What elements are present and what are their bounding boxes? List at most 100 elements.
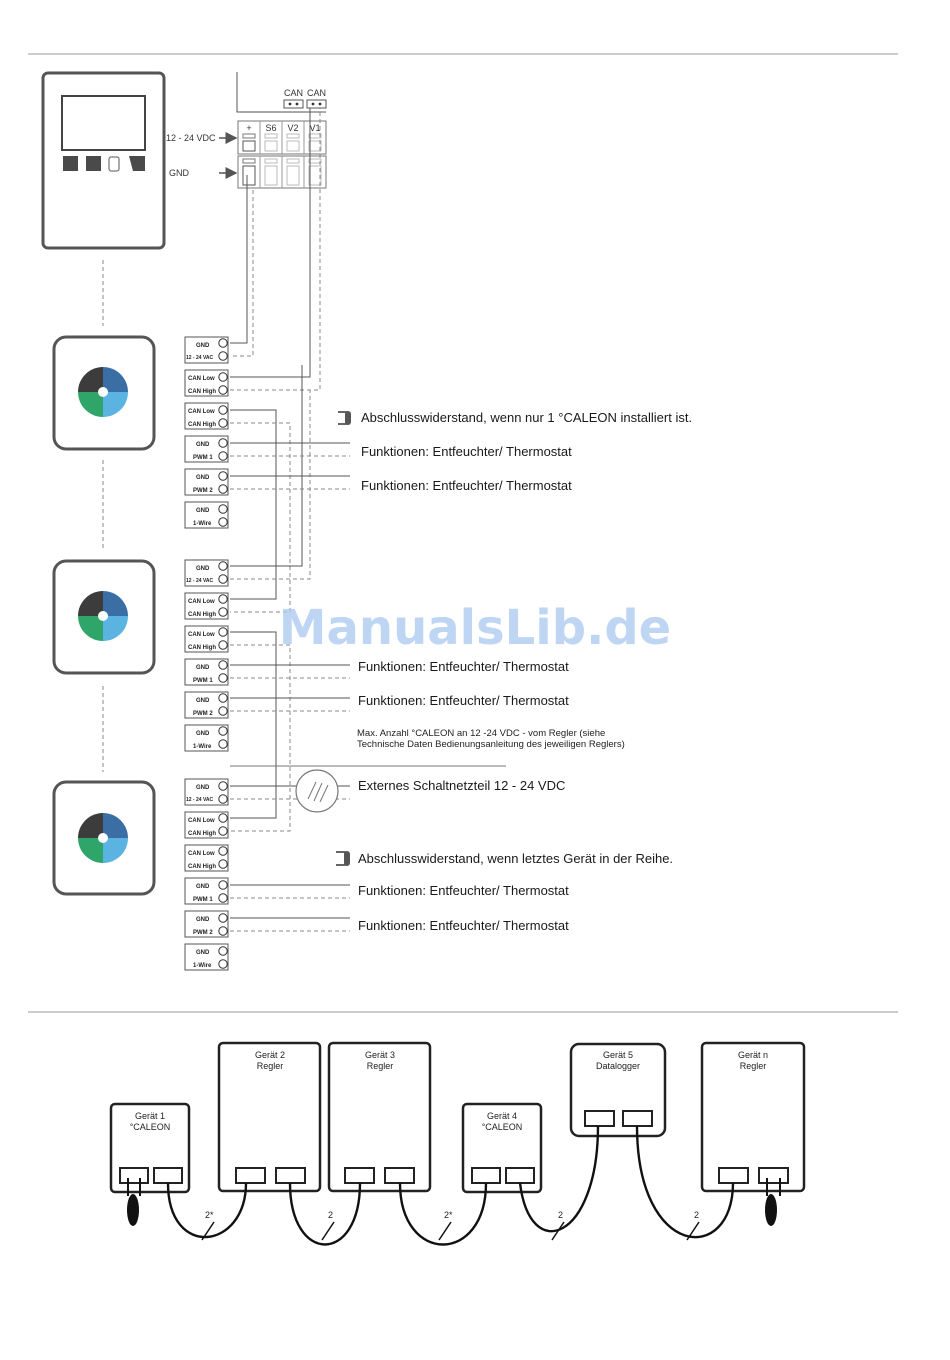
terminal-gnd: GND bbox=[196, 884, 210, 890]
device-name: Gerät 5 bbox=[603, 1050, 633, 1060]
terminal-onewire: 1-Wire bbox=[193, 963, 212, 969]
vac-link bbox=[230, 390, 311, 580]
terminal-gnd: GND bbox=[196, 442, 210, 448]
terminal-gnd: GND bbox=[196, 950, 210, 956]
device-type: Regler bbox=[740, 1061, 767, 1071]
terminal-pwm1: PWM 1 bbox=[193, 678, 213, 684]
device-type: Regler bbox=[257, 1061, 284, 1071]
device-name: Gerät 3 bbox=[365, 1050, 395, 1060]
terminal-pwm1: PWM 1 bbox=[193, 455, 213, 461]
terminal-can-low: CAN Low bbox=[188, 409, 215, 415]
termination-plug-icon bbox=[765, 1178, 781, 1226]
terminal-pwm1: PWM 1 bbox=[193, 897, 213, 903]
can-high-wire bbox=[230, 108, 321, 391]
terminal-onewire: 1-Wire bbox=[193, 744, 212, 750]
cable-slash bbox=[686, 1221, 700, 1241]
bus-cable bbox=[518, 1125, 600, 1233]
device-name: Gerät 2 bbox=[255, 1050, 285, 1060]
can-low-wire bbox=[230, 108, 311, 378]
can-label: CAN bbox=[284, 88, 303, 98]
cable-count: 2 bbox=[328, 1210, 333, 1220]
can-high-link bbox=[230, 644, 291, 832]
device-type: Datalogger bbox=[596, 1061, 640, 1071]
device-name: Gerät 1 bbox=[135, 1111, 165, 1121]
resistor-icon bbox=[336, 851, 350, 866]
caleon-unit-1 bbox=[52, 335, 156, 451]
cable-slash bbox=[321, 1221, 335, 1241]
terminal-can-high: CAN High bbox=[188, 612, 216, 618]
vdc-wire bbox=[230, 190, 254, 357]
function-note: Funktionen: Entfeuchter/ Thermostat bbox=[361, 444, 572, 459]
external-psu-note: Externes Schaltnetzteil 12 - 24 VDC bbox=[358, 778, 565, 793]
bus-device-5: Gerät 5 Datalogger bbox=[569, 1042, 667, 1138]
terminal-can-high: CAN High bbox=[188, 831, 216, 837]
function-note: Funktionen: Entfeuchter/ Thermostat bbox=[358, 693, 569, 708]
terminal-gnd: GND bbox=[196, 785, 210, 791]
terminal-vac: 12 - 24 VAC bbox=[186, 797, 214, 803]
terminal-gnd: GND bbox=[196, 343, 210, 349]
controller-button-icon bbox=[86, 156, 101, 171]
terminal-can-low: CAN Low bbox=[188, 376, 215, 382]
termination-note-last: Abschlusswiderstand, wenn letztes Gerät … bbox=[358, 851, 673, 866]
bus-device-4: Gerät 4 °CALEON bbox=[461, 1102, 543, 1194]
can-low-link bbox=[230, 409, 277, 600]
gnd-label: GND bbox=[169, 168, 190, 178]
function-note: Funktionen: Entfeuchter/ Thermostat bbox=[358, 918, 569, 933]
terminal-gnd: GND bbox=[196, 698, 210, 704]
bus-cable bbox=[288, 1182, 362, 1246]
function-note: Funktionen: Entfeuchter/ Thermostat bbox=[358, 883, 569, 898]
terminal-can-high: CAN High bbox=[188, 422, 216, 428]
terminal-gnd: GND bbox=[196, 475, 210, 481]
terminal-label: + bbox=[246, 123, 251, 133]
gnd-link bbox=[230, 365, 303, 567]
terminal-stack-1: GND 12 - 24 VAC CAN Low CAN High CAN Low… bbox=[184, 336, 229, 529]
cable-count: 2* bbox=[205, 1210, 214, 1220]
device-type: °CALEON bbox=[482, 1122, 523, 1132]
bus-cable bbox=[635, 1125, 735, 1239]
terminal-gnd: GND bbox=[196, 508, 210, 514]
termination-plug-icon bbox=[127, 1178, 141, 1226]
cable-slash bbox=[551, 1221, 565, 1241]
terminal-can-high: CAN High bbox=[188, 389, 216, 395]
terminal-can-high: CAN High bbox=[188, 864, 216, 870]
max-count-note-line2: Technische Daten Bedienungsanleitung des… bbox=[357, 739, 625, 750]
can-label: CAN bbox=[307, 88, 326, 98]
can-low-link bbox=[230, 631, 277, 819]
terminal-pwm2: PWM 2 bbox=[193, 711, 213, 717]
termination-note-single: Abschlusswiderstand, wenn nur 1 °CALEON … bbox=[361, 410, 692, 425]
terminal-onewire: 1-Wire bbox=[193, 521, 212, 527]
terminal-vac: 12 - 24 VAC bbox=[186, 355, 214, 361]
terminal-can-low: CAN Low bbox=[188, 818, 215, 824]
terminal-label: V1 bbox=[309, 123, 320, 133]
controller-esc-icon bbox=[108, 156, 120, 172]
cable-count: 2* bbox=[444, 1210, 453, 1220]
bus-device-3: Gerät 3 Regler bbox=[327, 1041, 432, 1193]
terminal-can-low: CAN Low bbox=[188, 851, 215, 857]
terminal-can-high: CAN High bbox=[188, 645, 216, 651]
terminal-stack-3: GND 12 - 24 VAC CAN Low CAN High CAN Low… bbox=[184, 778, 229, 971]
controller-button-icon bbox=[63, 156, 78, 171]
controller-device bbox=[41, 71, 166, 250]
device-name: Gerät 4 bbox=[487, 1111, 517, 1121]
caleon-unit-3 bbox=[52, 780, 156, 896]
cable-slash bbox=[438, 1221, 452, 1241]
bus-device-1: Gerät 1 °CALEON bbox=[109, 1102, 191, 1194]
bus-cable bbox=[166, 1182, 248, 1239]
terminal-pwm2: PWM 2 bbox=[193, 930, 213, 936]
cable-count: 2 bbox=[558, 1210, 563, 1220]
bus-device-n: Gerät n Regler bbox=[700, 1041, 806, 1193]
max-count-note-line1: Max. Anzahl °CALEON an 12 -24 VDC - vom … bbox=[357, 728, 605, 739]
caleon-unit-2 bbox=[52, 559, 156, 675]
supply-label: 12 - 24 VDC bbox=[166, 133, 216, 143]
terminal-vac: 12 - 24 VAC bbox=[186, 578, 214, 584]
cable-count: 2 bbox=[694, 1210, 699, 1220]
terminal-gnd: GND bbox=[196, 917, 210, 923]
device-type: Regler bbox=[367, 1061, 394, 1071]
device-name: Gerät n bbox=[738, 1050, 768, 1060]
terminal-stack-2: GND 12 - 24 VAC CAN Low CAN High CAN Low… bbox=[184, 559, 229, 752]
terminal-label: V2 bbox=[287, 123, 298, 133]
function-note: Funktionen: Entfeuchter/ Thermostat bbox=[358, 659, 569, 674]
gnd-wire bbox=[230, 175, 248, 344]
cable-slash bbox=[201, 1221, 215, 1241]
